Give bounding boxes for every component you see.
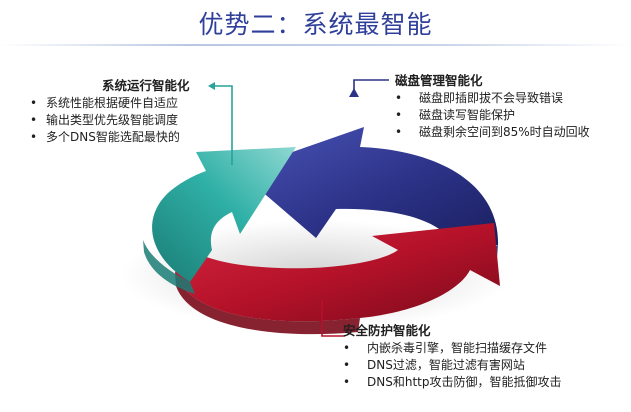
bullet-list: • 内嵌杀毒引擎，智能扫描缓存文件 • DNS过滤，智能过滤有害网站 • DNS和ht… (343, 340, 561, 391)
list-item: • 系统性能根据硬件自适应 (30, 95, 190, 112)
list-item-text: 磁盘即插即拔不会导致错误 (419, 91, 564, 105)
list-item-text: 磁盘剩余空间到85%时自动回收 (419, 125, 590, 139)
arrow-teal (152, 147, 296, 282)
leader-teal (215, 85, 233, 165)
list-item: • 多个DNS智能选配最快的 (30, 129, 190, 146)
list-item: • 内嵌杀毒引擎，智能扫描缓存文件 (343, 340, 561, 357)
bullet-icon: • (343, 358, 351, 372)
block-security-protection: 安全防护智能化 • 内嵌杀毒引擎，智能扫描缓存文件 • DNS过滤，智能过滤有害网站… (343, 322, 561, 391)
bullet-icon: • (30, 113, 38, 127)
list-item: • 磁盘读写智能保护 (395, 107, 590, 124)
list-item: • 磁盘剩余空间到85%时自动回收 (395, 124, 590, 141)
list-item-text: 系统性能根据硬件自适应 (46, 96, 179, 110)
leader-blue (353, 79, 389, 95)
bullet-icon: • (395, 108, 403, 122)
list-item: • 磁盘即插即拔不会导致错误 (395, 90, 590, 107)
arrow-red-side (175, 272, 360, 335)
leader-red (321, 300, 345, 337)
list-item: • 输出类型优先级智能调度 (30, 112, 190, 129)
title-divider (0, 44, 631, 46)
block-heading: 安全防护智能化 (343, 323, 431, 338)
leader-blue-arrowhead (349, 88, 359, 97)
list-item-text: 内嵌杀毒引擎，智能扫描缓存文件 (367, 341, 548, 355)
list-item: • DNS过滤，智能过滤有害网站 (343, 357, 561, 374)
arrow-blue (238, 127, 499, 248)
block-disk-management: 磁盘管理智能化 • 磁盘即插即拔不会导致错误 • 磁盘读写智能保护 • 磁盘剩余空间到… (395, 72, 590, 141)
list-item-text: DNS过滤，智能过滤有害网站 (367, 358, 525, 372)
bullet-icon: • (395, 91, 403, 105)
bullet-icon: • (343, 341, 351, 355)
list-item-text: 输出类型优先级智能调度 (46, 113, 179, 127)
bullet-icon: • (343, 375, 351, 389)
list-item: • DNS和http攻击防御，智能抵御攻击 (343, 374, 561, 391)
list-item-text: 多个DNS智能选配最快的 (46, 130, 180, 144)
arrow-red (175, 223, 500, 322)
bullet-list: • 磁盘即插即拔不会导致错误 • 磁盘读写智能保护 • 磁盘剩余空间到85%时自动回收 (395, 90, 590, 141)
bullet-icon: • (30, 130, 38, 144)
bullet-icon: • (395, 125, 403, 139)
block-heading: 系统运行智能化 (102, 78, 190, 93)
bullet-icon: • (30, 96, 38, 110)
block-system-running: 系统运行智能化 • 系统性能根据硬件自适应 • 输出类型优先级智能调度 • 多个DNS… (30, 77, 190, 146)
bullet-list: • 系统性能根据硬件自适应 • 输出类型优先级智能调度 • 多个DNS智能选配最快的 (30, 95, 190, 146)
block-heading: 磁盘管理智能化 (395, 73, 483, 88)
page-title: 优势二：系统最智能 (198, 10, 433, 39)
list-item-text: 磁盘读写智能保护 (419, 108, 516, 122)
leader-teal-arrowhead (208, 82, 215, 90)
list-item-text: DNS和http攻击防御，智能抵御攻击 (367, 375, 562, 389)
arrow-teal-side (143, 240, 195, 294)
